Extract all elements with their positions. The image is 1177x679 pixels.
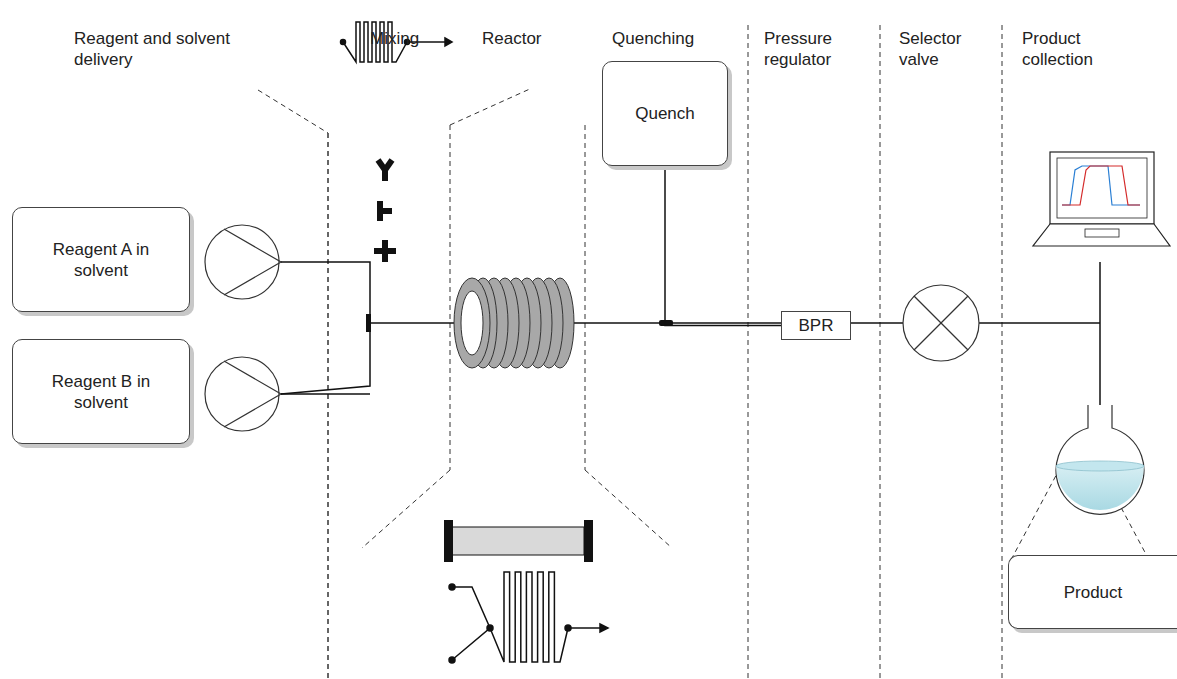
section-heading: Product collection [1022, 28, 1122, 70]
chip-reactor [449, 572, 608, 663]
node-label: Product [1058, 582, 1129, 603]
section-heading: Pressure regulator [764, 28, 864, 70]
reactor-coil [454, 278, 574, 368]
laptop-icon [1033, 152, 1170, 246]
section-heading: Reactor [482, 28, 572, 49]
reagent-box: Reagent A in solvent [12, 207, 190, 312]
flow-line [665, 166, 781, 326]
section-heading: Selector valve [899, 28, 989, 70]
quench-box: Quench [602, 61, 728, 166]
section-heading: Mixing [370, 28, 450, 49]
flow-lines [281, 262, 1100, 405]
selector-valve [903, 285, 979, 361]
collection-flask [1056, 405, 1144, 514]
node-label: Reagent A in solvent [35, 239, 167, 281]
t-junction [366, 314, 371, 332]
section-heading: Quenching [612, 28, 722, 49]
product-box: Product [1008, 555, 1177, 629]
node-label: BPR [793, 315, 840, 336]
reagent-box: Reagent B in solvent [12, 339, 190, 444]
bpr-box: BPR [781, 311, 851, 340]
node-label: Reagent B in solvent [35, 371, 167, 413]
packed-column [444, 520, 593, 562]
node-label: Quench [629, 103, 701, 124]
section-heading: Reagent and solvent delivery [74, 28, 274, 70]
mixer-symbols [341, 22, 453, 262]
pump-symbols [205, 225, 281, 431]
